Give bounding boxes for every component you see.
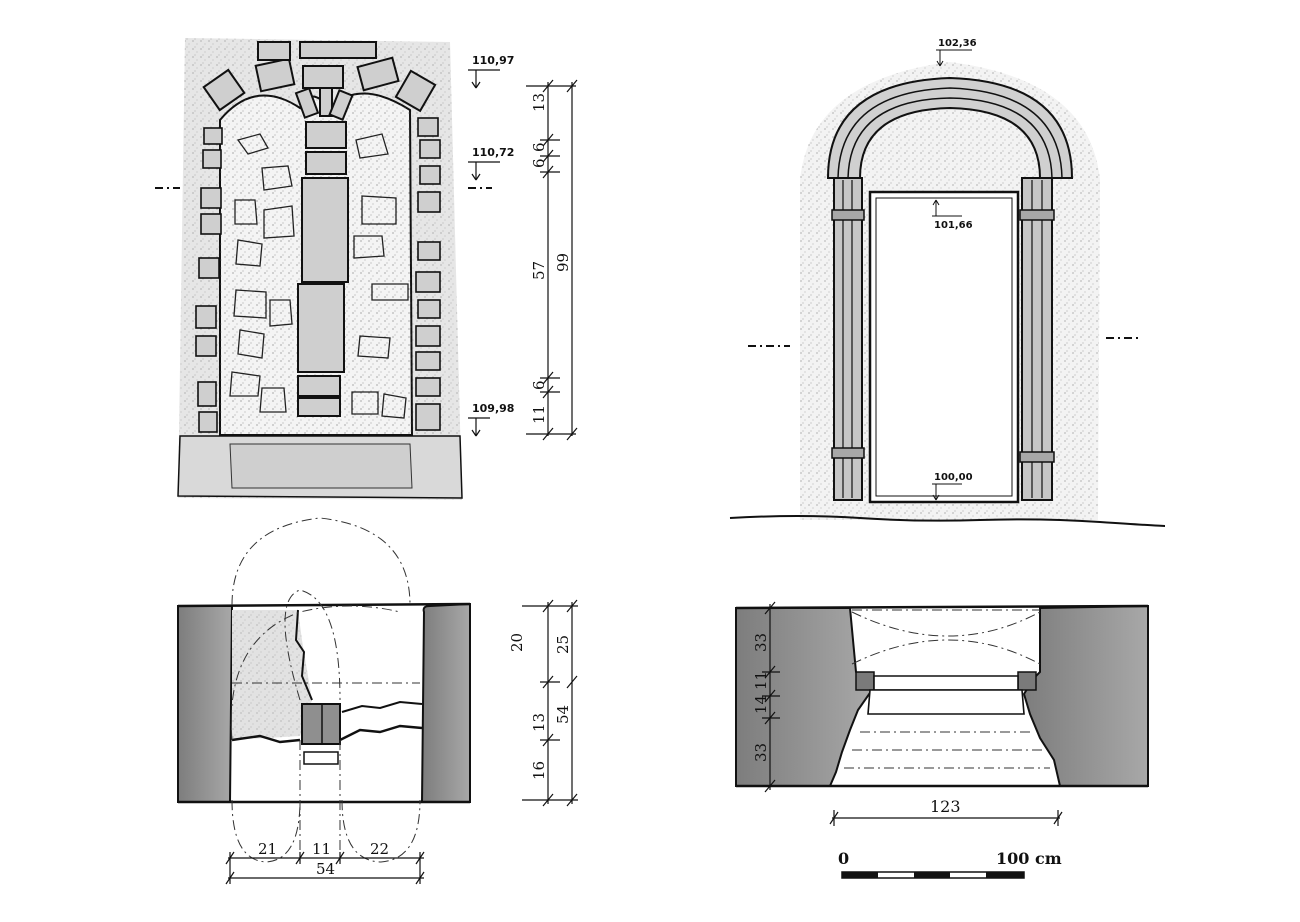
dim-window-6a: 6 — [530, 142, 548, 152]
window-plan: 21 11 22 54 20 13 16 25 54 — [177, 517, 578, 885]
elevation-label-mid: 110,72 — [472, 146, 514, 159]
scale-label-end: 100 cm — [996, 849, 1062, 868]
dim-plan-16: 16 — [530, 761, 548, 780]
dim-window-99: 99 — [554, 253, 572, 272]
dim-plan-54: 54 — [316, 860, 335, 878]
dim-plan-22: 22 — [370, 840, 389, 858]
dim-plan-25: 25 — [554, 635, 572, 654]
dim-plan-13: 13 — [530, 713, 548, 732]
dim-portal-33-bottom: 33 — [752, 743, 770, 762]
portal-elevation-top: 102,36 — [938, 38, 977, 49]
portal-plan: 123 33 14 11 33 — [735, 601, 1149, 826]
dim-window-11: 11 — [530, 405, 548, 424]
dim-window-6b: 6 — [530, 158, 548, 168]
scale-bar: 0 100 cm — [838, 849, 1062, 879]
elevation-label-top: 110,97 — [472, 54, 514, 67]
dim-plan-54-vertical: 54 — [554, 705, 572, 724]
scale-label-start: 0 — [838, 849, 849, 868]
dim-portal-33-top: 33 — [752, 633, 770, 652]
dim-window-57: 57 — [530, 261, 548, 280]
dim-portal-123: 123 — [930, 797, 961, 816]
elevation-label-bottom: 109,98 — [472, 402, 514, 415]
dim-window-13: 13 — [530, 93, 548, 112]
dim-portal-14: 14 — [752, 695, 770, 714]
dim-plan-20: 20 — [508, 633, 526, 652]
portal-elevation: 102,36 101,66 100,00 — [729, 38, 1166, 527]
dim-plan-21: 21 — [258, 840, 277, 858]
window-elevation: 110,97 110,72 109,98 13 6 6 57 — [155, 38, 578, 500]
dim-portal-11: 11 — [752, 671, 770, 690]
dim-window-6c: 6 — [530, 380, 548, 390]
dim-plan-11: 11 — [312, 840, 331, 858]
portal-elevation-threshold: 100,00 — [934, 472, 973, 483]
portal-elevation-lintel: 101,66 — [934, 220, 973, 231]
